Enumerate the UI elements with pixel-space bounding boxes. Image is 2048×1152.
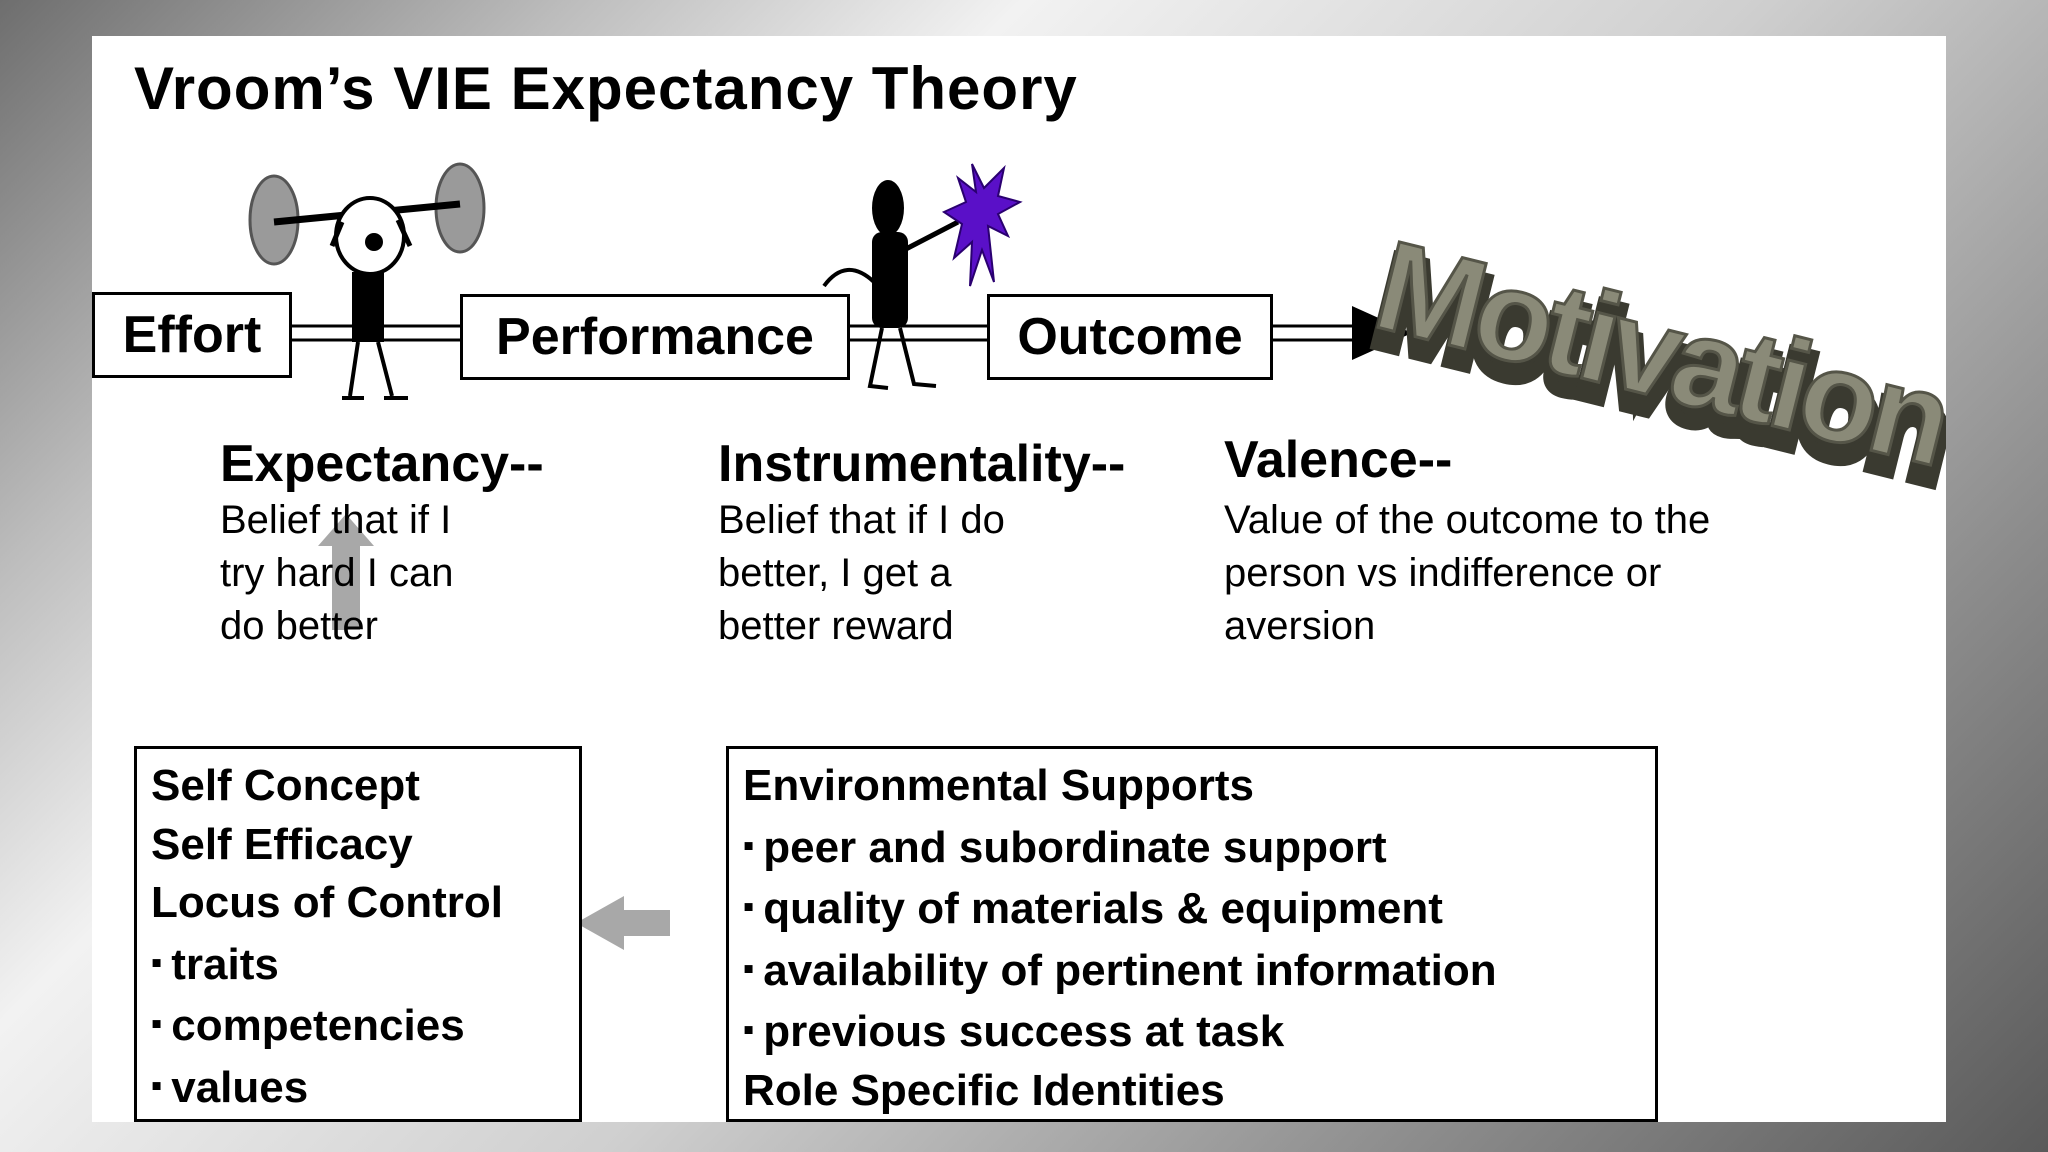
expectancy-description: Belief that if I try hard I can do bette… [220, 498, 454, 648]
arrow-to-motivation [1272, 306, 1412, 360]
slide: Motivation Motivation Vroom’s VIE Expect… [92, 36, 1946, 1122]
bullet-peer-support: peer and subordinate support [743, 816, 1641, 878]
page-title: Vroom’s VIE Expectancy Theory [134, 55, 1078, 122]
bullet-traits: traits [151, 933, 565, 995]
environmental-supports-box: Environmental Supports peer and subordin… [726, 746, 1658, 1122]
bullet-materials-equipment: quality of materials & equipment [743, 877, 1641, 939]
effort-label: Effort [122, 306, 262, 364]
left-arrow [576, 896, 670, 950]
self-efficacy-line: Self Efficacy [151, 819, 413, 869]
role-specific-identities: Role Specific Identities [743, 1065, 1225, 1115]
locus-of-control-line: Locus of Control [151, 878, 503, 927]
instrumentality-heading: Instrumentality-- [718, 435, 1126, 493]
performance-box: Performance [460, 294, 850, 380]
weightlifter-icon [248, 162, 486, 400]
bullet-pertinent-information: availability of pertinent information [743, 939, 1641, 1001]
effort-box: Effort [92, 292, 292, 378]
valence-heading: Valence-- [1224, 431, 1453, 489]
devil-figure-icon [822, 180, 960, 390]
self-concept-box: Self Concept Self Efficacy Locus of Cont… [134, 746, 582, 1122]
instrumentality-description: Belief that if I do better, I get a bett… [718, 498, 1005, 648]
purple-figure-icon [941, 163, 1023, 287]
environmental-supports-heading: Environmental Supports [743, 761, 1254, 810]
diagram-graphics: Motivation Motivation [248, 162, 1946, 950]
performance-label: Performance [496, 308, 814, 366]
self-concept-line: Self Concept [151, 761, 420, 810]
bullet-competencies: competencies [151, 994, 565, 1056]
bullet-values: values [151, 1056, 565, 1118]
outcome-label: Outcome [1017, 308, 1243, 366]
valence-description: Value of the outcome to the person vs in… [1224, 498, 1711, 648]
bullet-previous-success: previous success at task [743, 1000, 1641, 1062]
expectancy-heading: Expectancy-- [220, 435, 544, 493]
connector-performance-outcome [850, 324, 988, 342]
up-arrow [318, 514, 374, 630]
outcome-box: Outcome [987, 294, 1273, 380]
